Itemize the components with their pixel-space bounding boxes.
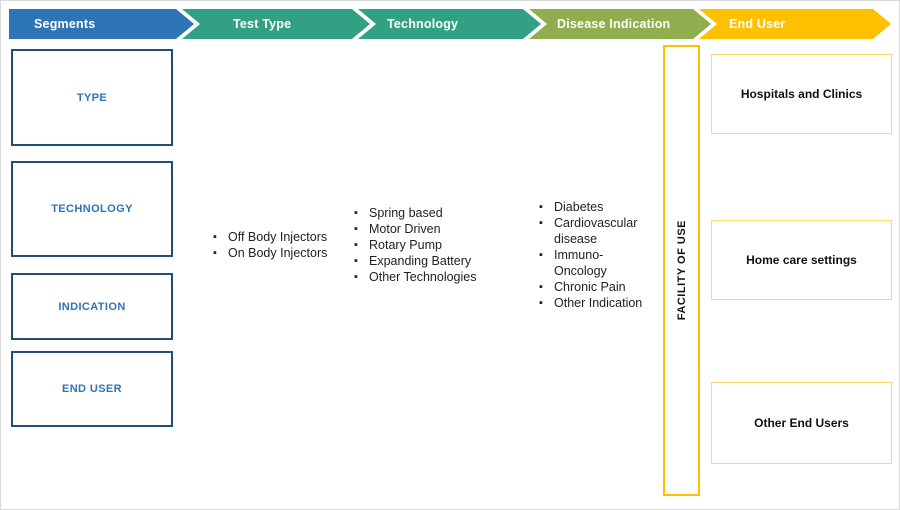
facility-of-use-label: FACILITY OF USE bbox=[675, 220, 688, 321]
facility-of-use-box: FACILITY OF USE bbox=[663, 45, 700, 496]
disease-indication-list: Diabetes Cardiovascular disease Immuno- … bbox=[538, 199, 658, 311]
header-arrow-label: Technology bbox=[387, 17, 459, 31]
header-arrow-label: End User bbox=[729, 17, 786, 31]
list-item: Cardiovascular disease bbox=[538, 215, 658, 247]
segment-box-type: TYPE bbox=[11, 49, 173, 146]
header-arrow-disease-indication: Disease Indication bbox=[517, 9, 711, 39]
list-item: Chronic Pain bbox=[538, 279, 658, 295]
end-user-box-label: Other End Users bbox=[754, 416, 849, 430]
list-item: Expanding Battery bbox=[353, 253, 476, 269]
end-user-box-label: Hospitals and Clinics bbox=[740, 87, 863, 101]
header-arrow-technology: Technology bbox=[346, 9, 541, 39]
header-arrow-label: Test Type bbox=[233, 17, 292, 31]
segment-box-indication: INDICATION bbox=[11, 273, 173, 340]
list-item: Diabetes bbox=[538, 199, 658, 215]
list-item: Immuno- Oncology bbox=[538, 247, 658, 279]
header-arrow-label: Segments bbox=[34, 17, 96, 31]
header-arrow-test-type: Test Type bbox=[166, 9, 370, 39]
list-item: Rotary Pump bbox=[353, 237, 476, 253]
header-arrow-end-user: End User bbox=[687, 9, 891, 39]
list-item: Other Indication bbox=[538, 295, 658, 311]
end-user-box-label: Home care settings bbox=[746, 253, 857, 267]
segment-box-label: INDICATION bbox=[58, 300, 126, 313]
end-user-box-other: Other End Users bbox=[711, 382, 892, 464]
end-user-box-hospitals: Hospitals and Clinics bbox=[711, 54, 892, 134]
segment-box-label: TYPE bbox=[76, 91, 108, 104]
list-item: Off Body Injectors bbox=[212, 229, 327, 245]
list-item: Other Technologies bbox=[353, 269, 476, 285]
segment-box-label: END USER bbox=[61, 383, 123, 395]
segment-box-label: TECHNOLOGY bbox=[51, 203, 133, 215]
technology-list: Spring based Motor Driven Rotary Pump Ex… bbox=[353, 205, 476, 285]
segment-box-end-user: END USER bbox=[11, 351, 173, 427]
list-item: Spring based bbox=[353, 205, 476, 221]
header-arrow-label: Disease Indication bbox=[557, 17, 671, 31]
segment-box-technology: TECHNOLOGY bbox=[11, 161, 173, 257]
list-item: On Body Injectors bbox=[212, 245, 327, 261]
end-user-box-home-care: Home care settings bbox=[711, 220, 892, 300]
test-type-list: Off Body Injectors On Body Injectors bbox=[212, 229, 327, 261]
list-item: Motor Driven bbox=[353, 221, 476, 237]
header-arrow-segments: Segments bbox=[9, 9, 194, 39]
